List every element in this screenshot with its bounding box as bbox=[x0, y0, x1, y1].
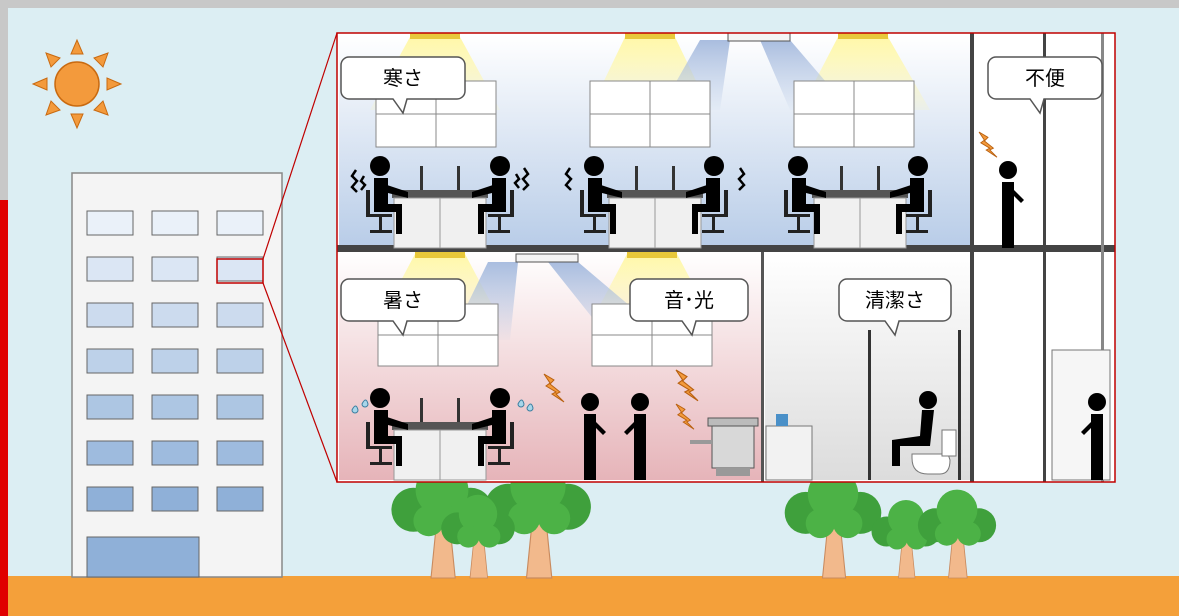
label-heat-text: 暑さ bbox=[383, 288, 423, 312]
ground bbox=[8, 576, 1179, 616]
building-window bbox=[86, 210, 134, 236]
building-window bbox=[216, 348, 264, 374]
building-window bbox=[86, 486, 134, 512]
building-window bbox=[216, 210, 264, 236]
copier-icon bbox=[690, 417, 759, 476]
building-window bbox=[86, 348, 134, 374]
label-cold-text: 寒さ bbox=[383, 66, 423, 90]
label-sound-light: 音･光 bbox=[629, 278, 749, 337]
building-cutaway bbox=[336, 32, 1116, 483]
building-window bbox=[216, 440, 264, 466]
accent-bar bbox=[0, 200, 8, 616]
building-windows bbox=[86, 210, 264, 512]
building-window bbox=[151, 256, 199, 282]
building-window bbox=[86, 394, 134, 420]
building-window bbox=[151, 302, 199, 328]
label-sound-light-text: 音･光 bbox=[664, 288, 714, 312]
building-window bbox=[86, 302, 134, 328]
building-window bbox=[216, 394, 264, 420]
sweat-drop-icon bbox=[351, 399, 534, 414]
building-window bbox=[151, 210, 199, 236]
toilet-icon bbox=[765, 391, 957, 481]
building-window bbox=[151, 440, 199, 466]
building-window bbox=[151, 486, 199, 512]
highlighted-window bbox=[216, 258, 264, 284]
building-window bbox=[151, 394, 199, 420]
label-heat: 暑さ bbox=[340, 278, 466, 337]
building-window bbox=[86, 256, 134, 282]
shiver-icon bbox=[350, 167, 746, 193]
air-conditioner-icon bbox=[450, 32, 850, 340]
label-inconvenience-text: 不便 bbox=[1025, 66, 1065, 90]
building-window bbox=[151, 348, 199, 374]
building-window bbox=[216, 486, 264, 512]
building-window bbox=[86, 440, 134, 466]
label-cleanliness-text: 清潔さ bbox=[865, 288, 925, 312]
label-cold: 寒さ bbox=[340, 56, 466, 115]
building-window bbox=[216, 256, 264, 282]
label-cleanliness: 清潔さ bbox=[838, 278, 952, 337]
building-window bbox=[216, 302, 264, 328]
label-inconvenience: 不便 bbox=[987, 56, 1103, 115]
sun-icon bbox=[31, 38, 123, 130]
office-building bbox=[71, 172, 283, 578]
